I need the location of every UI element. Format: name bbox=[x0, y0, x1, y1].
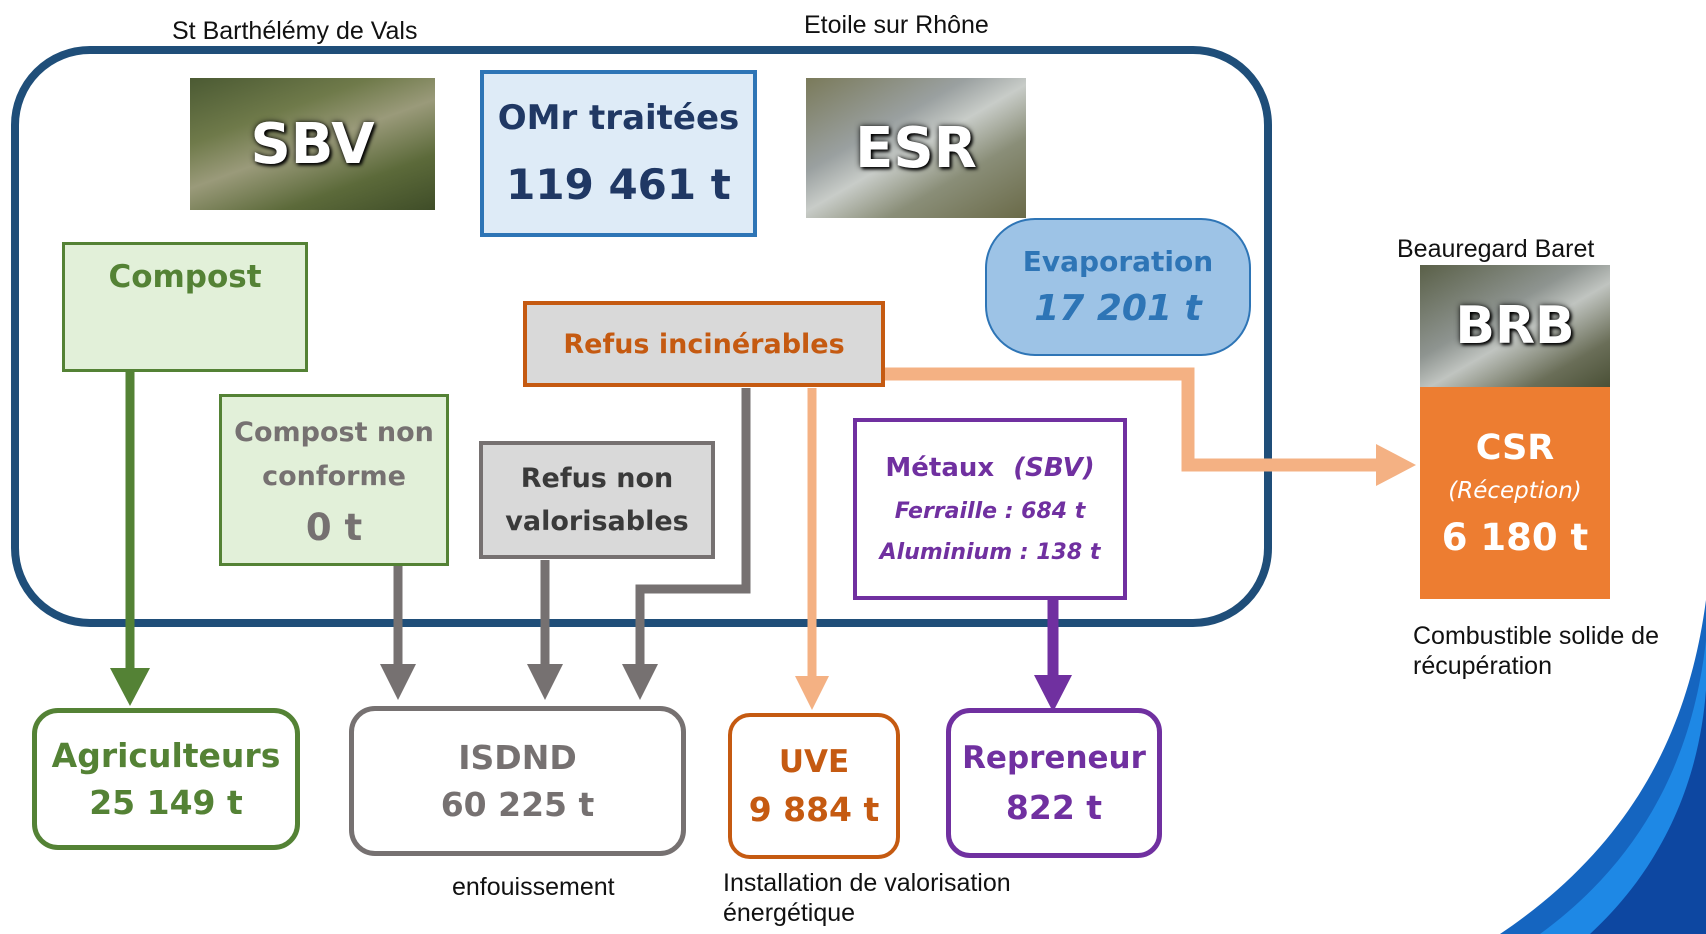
metaux-heading: Métaux (SBV) bbox=[885, 453, 1094, 483]
metaux-box: Métaux (SBV) Ferraille : 684 t Aluminium… bbox=[853, 418, 1127, 600]
esr-site-label: Etoile sur Rhône bbox=[804, 11, 989, 39]
sbv-photo: SBV bbox=[190, 78, 435, 210]
omr-box: OMr traitées 119 461 t bbox=[480, 70, 757, 237]
csr-caption: Combustible solide de récupération bbox=[1413, 622, 1659, 680]
agriculteurs-value: 25 149 t bbox=[89, 783, 243, 822]
metaux-origin: (SBV) bbox=[1013, 453, 1095, 483]
uve-value: 9 884 t bbox=[748, 789, 880, 829]
uve-caption: Installation de valorisation énergétique bbox=[723, 869, 1011, 927]
brb-photo: BRB bbox=[1420, 265, 1610, 387]
refus-nv-line2: valorisables bbox=[505, 506, 689, 537]
agriculteurs-box: Agriculteurs 25 149 t bbox=[32, 708, 300, 850]
sbv-site-label: St Barthélémy de Vals bbox=[172, 17, 418, 45]
uve-box: UVE 9 884 t bbox=[728, 713, 900, 859]
isdnd-box: ISDND 60 225 t bbox=[349, 706, 686, 856]
refus-non-valorisables-box: Refus non valorisables bbox=[479, 441, 715, 559]
repreneur-box: Repreneur 822 t bbox=[946, 708, 1162, 858]
arrow-refus-inc-isdnd bbox=[622, 388, 751, 700]
isdnd-value: 60 225 t bbox=[440, 785, 595, 824]
omr-title: OMr traitées bbox=[497, 98, 740, 138]
csr-value: 6 180 t bbox=[1441, 515, 1589, 559]
esr-photo: ESR bbox=[806, 78, 1026, 218]
omr-value: 119 461 t bbox=[506, 160, 731, 209]
repreneur-value: 822 t bbox=[1005, 787, 1103, 827]
brb-photo-label: BRB bbox=[1455, 296, 1575, 356]
csr-title: CSR bbox=[1475, 427, 1555, 468]
arrow-metaux-repreneur bbox=[1034, 600, 1072, 712]
compost-box: Compost bbox=[62, 242, 308, 372]
arrow-refus-inc-csr bbox=[885, 367, 1416, 486]
isdnd-caption: enfouissement bbox=[452, 873, 615, 901]
compost-nc-value: 0 t bbox=[305, 505, 363, 549]
arrow-refus-inc-uve bbox=[795, 388, 829, 710]
compost-non-conforme-box: Compost non conforme 0 t bbox=[219, 394, 449, 566]
csr-box: CSR (Réception) 6 180 t bbox=[1420, 387, 1610, 599]
metaux-aluminium: Aluminium : 138 t bbox=[879, 540, 1101, 565]
metaux-title: Métaux bbox=[885, 453, 995, 483]
metaux-ferraille: Ferraille : 684 t bbox=[894, 499, 1086, 524]
repreneur-title: Repreneur bbox=[962, 739, 1146, 776]
esr-photo-label: ESR bbox=[855, 115, 977, 181]
arrow-compost-nc-isdnd bbox=[380, 563, 416, 700]
refus-nv-line1: Refus non bbox=[520, 462, 674, 494]
agriculteurs-title: Agriculteurs bbox=[51, 736, 281, 775]
refus-incinerables-box: Refus incinérables bbox=[523, 301, 885, 387]
arrow-compost-agriculteurs bbox=[110, 370, 150, 706]
compost-title: Compost bbox=[108, 259, 262, 295]
evaporation-title: Evaporation bbox=[1022, 245, 1214, 278]
isdnd-title: ISDND bbox=[458, 738, 577, 777]
evaporation-value: 17 201 t bbox=[1034, 288, 1202, 329]
refus-inc-title: Refus incinérables bbox=[563, 328, 845, 360]
evaporation-box: Evaporation 17 201 t bbox=[985, 218, 1251, 356]
uve-title: UVE bbox=[778, 743, 850, 780]
arrow-refus-nv-isdnd bbox=[527, 560, 563, 700]
compost-nc-line2: conforme bbox=[262, 460, 406, 492]
sbv-photo-label: SBV bbox=[250, 111, 375, 177]
compost-nc-line1: Compost non bbox=[234, 417, 434, 449]
csr-sub: (Réception) bbox=[1448, 477, 1582, 504]
brb-site-label: Beauregard Baret bbox=[1397, 235, 1595, 263]
